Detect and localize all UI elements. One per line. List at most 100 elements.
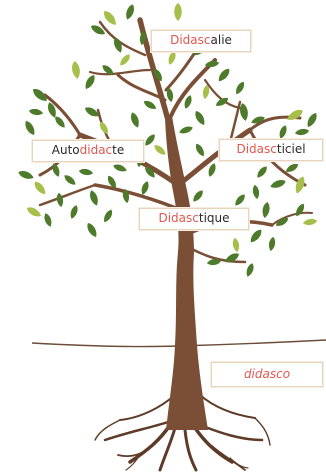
leaf — [184, 95, 192, 109]
leaf — [168, 51, 176, 65]
leaf — [72, 61, 80, 79]
word-root-didac: didac — [79, 143, 113, 157]
leaf — [87, 222, 97, 238]
leaf — [208, 163, 216, 177]
tree-root — [199, 394, 256, 419]
leaf — [131, 112, 139, 128]
tree-root — [94, 419, 121, 441]
leaf — [104, 209, 113, 223]
word-box-didascticiel: Didascticiel — [219, 139, 323, 161]
leaf — [218, 68, 230, 82]
leaf — [307, 112, 317, 128]
tree-branch — [43, 93, 82, 137]
leaf — [294, 128, 310, 136]
leaf — [250, 229, 262, 243]
leaf — [26, 207, 42, 217]
leaf — [25, 120, 35, 136]
leaf — [114, 37, 122, 53]
word-root-didasc: Didasc — [236, 142, 277, 156]
leaf — [275, 217, 289, 226]
leaf — [104, 11, 116, 25]
leaf — [204, 60, 220, 68]
leaf — [246, 263, 254, 277]
leaf — [48, 102, 56, 118]
leaf — [18, 171, 34, 179]
word-box-autodidacte: Autodidacte — [32, 140, 144, 162]
leaf — [64, 175, 76, 185]
leaf — [102, 65, 114, 75]
tree-branch — [271, 211, 313, 226]
leaf — [99, 121, 108, 135]
leaf — [44, 213, 52, 227]
leaf — [215, 97, 229, 106]
tree-branch — [203, 78, 242, 110]
leaf — [235, 194, 245, 206]
tree-root — [125, 454, 141, 471]
leaf — [193, 190, 203, 202]
word-box-didasctique: Didasctique — [139, 208, 249, 230]
leaf — [113, 164, 127, 172]
word-suffix: alie — [210, 33, 232, 47]
tree-branch — [88, 68, 152, 76]
leaf — [107, 175, 116, 189]
leaf — [206, 258, 222, 266]
leaf — [285, 163, 299, 172]
tree-root — [198, 423, 264, 442]
leaf — [295, 176, 305, 194]
leaf — [268, 236, 276, 252]
leaf — [85, 74, 95, 90]
leaf — [90, 190, 98, 206]
leaf — [33, 89, 47, 101]
tree-root — [103, 420, 170, 442]
leaf — [145, 134, 155, 146]
tree-branch — [38, 183, 97, 207]
leaf — [174, 3, 182, 21]
tree-roots — [94, 394, 271, 472]
leaf — [84, 107, 100, 117]
leaf — [195, 110, 205, 126]
leaf — [154, 145, 166, 155]
word-prefix: Auto — [51, 143, 80, 157]
word-root-didasc: Didasc — [158, 211, 199, 225]
leaf — [296, 203, 305, 217]
leaf — [179, 126, 193, 134]
tree-trunk — [165, 116, 208, 430]
leaf — [302, 218, 318, 226]
root-word-text: didasco — [243, 367, 291, 381]
leaf — [90, 25, 106, 35]
leaf — [122, 188, 130, 204]
leaf — [56, 192, 64, 208]
tree-branch — [98, 20, 147, 57]
leaf — [52, 163, 60, 177]
word-suffix: te — [112, 143, 125, 157]
tree-root — [229, 457, 249, 469]
tree-root — [183, 428, 198, 472]
leaf — [240, 103, 248, 121]
leaf — [166, 87, 174, 103]
tree-root — [254, 417, 271, 446]
leaf — [257, 166, 267, 178]
leaf — [236, 81, 245, 95]
tree-branch — [116, 73, 167, 102]
leaf — [120, 54, 130, 66]
leaf — [202, 84, 210, 100]
tree-root — [119, 394, 176, 421]
leaf — [153, 68, 162, 82]
tree-branch — [179, 127, 253, 185]
leaf — [195, 143, 204, 157]
word-box-didascalie: Didascalie — [151, 30, 251, 52]
leaf — [262, 202, 270, 218]
leaf — [252, 184, 260, 200]
leaf — [34, 181, 46, 195]
word-suffix: tique — [198, 211, 230, 225]
leaf — [139, 30, 147, 46]
leaf — [70, 205, 78, 219]
tree-root — [193, 426, 234, 464]
tree-leaves — [18, 3, 318, 277]
word-root-didasc: Didasc — [170, 33, 211, 47]
leaf — [55, 116, 65, 128]
leaf — [78, 168, 94, 176]
leaf — [145, 166, 155, 178]
leaf — [287, 109, 303, 120]
leaf — [28, 108, 44, 116]
